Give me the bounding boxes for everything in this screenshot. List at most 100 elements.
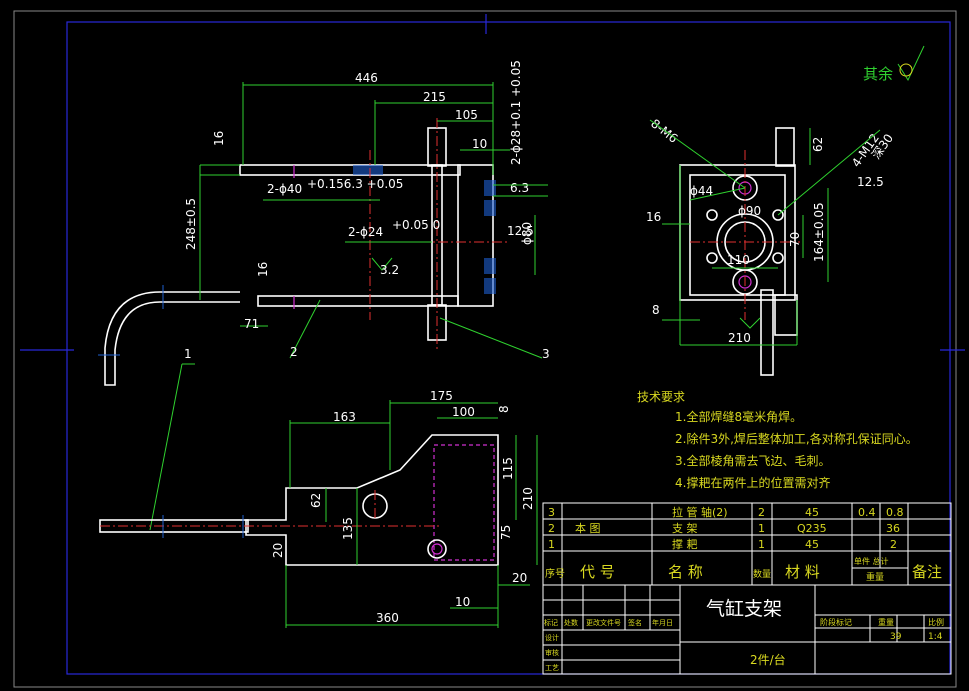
bom-name-3: 拉 管 轴(2)	[672, 505, 728, 519]
dim-10: 10	[472, 137, 487, 151]
plan-d8: 8	[497, 405, 511, 413]
tech-title: 技术要求	[637, 390, 685, 404]
plan-d10: 10	[455, 595, 470, 609]
r32: 3.2	[380, 263, 399, 277]
side-view: 210 8 16 ϕ44 ϕ90 110 70 164±0.05 62 8-M6…	[646, 116, 896, 376]
boss-hatch-2	[484, 180, 496, 196]
bom-h-no: 序号	[545, 567, 565, 580]
drawing-frame	[66, 21, 951, 675]
side-d110: 110	[727, 253, 750, 267]
tol-28: 2-ϕ28+0.1 +0.05	[509, 60, 523, 165]
r63-front: 6.3	[510, 181, 529, 195]
bom-mat-1: 45	[805, 538, 819, 551]
bom-h-weight2: 重量	[866, 571, 884, 583]
side-pin	[760, 289, 774, 376]
bent-pin	[104, 291, 240, 386]
tech-item-3: 3.全部棱角需去飞边、毛刺。	[675, 453, 830, 468]
side-d8: 8	[652, 303, 660, 317]
dim-16b: 16	[256, 262, 270, 277]
plan-boss-inner	[431, 543, 443, 555]
tol-24: 2-ϕ24	[348, 225, 383, 239]
tech-item-1: 1.全部焊缝8毫米角焊。	[675, 409, 802, 424]
bom-h-qty: 数量	[753, 568, 771, 580]
stage-label: 阶段标记	[820, 617, 852, 627]
bolt-hole-1	[706, 209, 718, 221]
bom-w2-1: 2	[890, 538, 897, 551]
sign-label-6: 年月日	[652, 618, 673, 627]
leader-1: 1	[184, 347, 192, 361]
dim-105: 105	[455, 108, 478, 122]
plan-d175: 175	[430, 389, 453, 403]
plan-d75: 75	[499, 525, 513, 540]
role-2: 审核	[545, 648, 559, 657]
plan-d20b: 20	[512, 571, 527, 585]
plan-d100: 100	[452, 405, 475, 419]
tech-notes: 技术要求 1.全部焊缝8毫米角焊。 2.除件3外,焊后整体加工,各对称孔保证同心…	[637, 390, 918, 490]
bom-w2-2: 36	[886, 522, 900, 535]
side-d16: 16	[646, 210, 661, 224]
role-1: 设计	[545, 633, 559, 642]
bom-h-name: 名 称	[668, 563, 703, 581]
bom-qty-2: 1	[758, 522, 765, 535]
plan-d115: 115	[501, 457, 515, 480]
scale-label: 比例	[928, 617, 944, 627]
sign-label-1: 标记	[544, 618, 558, 627]
side-m6: 8-M6	[648, 116, 680, 145]
leader-2: 2	[290, 345, 298, 359]
side-phi44: ϕ44	[690, 184, 713, 198]
roughness-32	[371, 257, 393, 271]
plan-d20a: 20	[271, 543, 285, 558]
bom-w2-3: 0.8	[886, 506, 904, 519]
tol-40: 2-ϕ40	[267, 182, 302, 196]
role-3: 工艺	[545, 664, 559, 672]
side-r125: 12.5	[857, 175, 884, 189]
plan-view: 175 163 100 8 115 210 75 62 135 20 20 10…	[99, 389, 538, 628]
scale-value: 1:4	[928, 632, 943, 642]
plan-d62: 62	[309, 493, 323, 508]
tech-item-4: 4.撑耙在两件上的位置需对齐	[675, 475, 830, 490]
tol-40-sup: +0.156.3 +0.05	[307, 177, 403, 191]
bom-name-1: 撑 耙	[672, 537, 698, 551]
side-d70: 70	[788, 232, 802, 247]
weight-label: 重量	[878, 617, 894, 627]
bom-name-2: 支 架	[672, 522, 698, 535]
bolt-hole-2	[772, 209, 784, 221]
plan-d135: 135	[341, 517, 355, 540]
tech-item-2: 2.除件3外,焊后整体加工,各对称孔保证同心。	[675, 431, 918, 446]
bom-code-2: 本 图	[575, 521, 601, 535]
title-block	[542, 584, 952, 675]
bom-no-2: 2	[548, 522, 555, 535]
vertical-wall	[457, 164, 494, 307]
bom-no-3: 3	[548, 506, 555, 519]
weight-value: 39	[890, 632, 902, 642]
bom-h-weight: 单件 总计	[854, 556, 889, 566]
bolt-hole-3	[706, 252, 718, 264]
side-d62: 62	[811, 137, 825, 152]
sign-label-2: 处数	[564, 618, 578, 627]
boss-hatch-3	[484, 200, 496, 216]
bom-mat-3: 45	[805, 506, 819, 519]
bom-mat-2: Q235	[797, 522, 827, 535]
dim-446: 446	[355, 71, 378, 85]
plan-outline	[245, 434, 499, 566]
tol-24-sup: +0.05 0	[392, 218, 440, 232]
dim-248: 248±0.5	[184, 198, 198, 250]
side-plate-inner	[689, 174, 786, 296]
bom-rows: 3 拉 管 轴(2) 2 45 0.4 0.8 2 本 图 支 架 1 Q235…	[545, 505, 942, 583]
side-phi90: ϕ90	[738, 204, 761, 218]
leader-3: 3	[542, 347, 550, 361]
dim-71: 71	[244, 317, 259, 331]
bom-w1-3: 0.4	[858, 506, 876, 519]
dim-16a: 16	[212, 131, 226, 146]
dim-215: 215	[423, 90, 446, 104]
sheet-border	[13, 10, 957, 688]
side-d164: 164±0.05	[812, 202, 826, 262]
plan-hidden	[433, 444, 495, 561]
side-shaft-top	[775, 127, 795, 167]
sign-label-5: 签名	[628, 618, 642, 627]
bom-h-mat: 材 料	[785, 563, 820, 581]
boss-hatch-4	[484, 258, 496, 274]
plan-boss	[427, 539, 447, 559]
title-text: 气缸支架 2件/台 39 1:4 阶段标记 重量 比例 标记 处数 更改文件号 …	[544, 598, 944, 672]
